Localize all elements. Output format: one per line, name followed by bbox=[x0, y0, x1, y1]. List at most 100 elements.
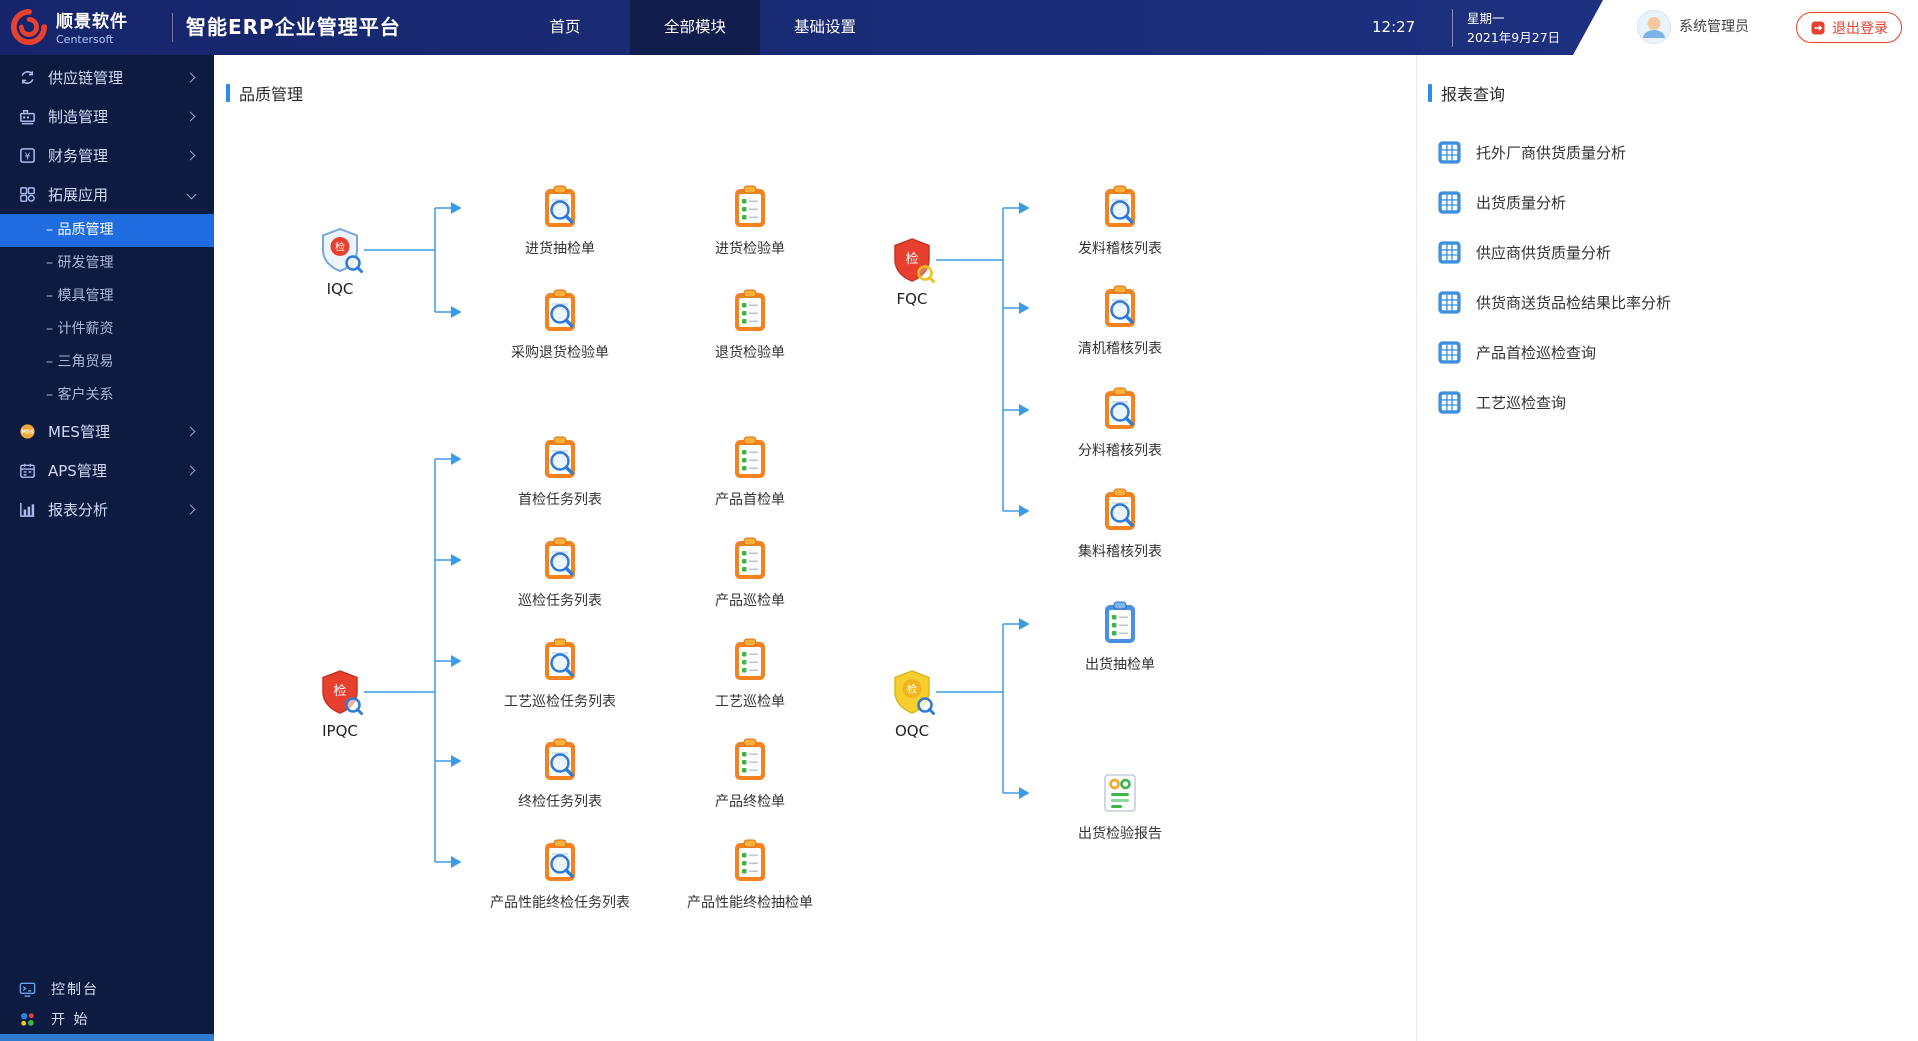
clipboard-check-icon bbox=[726, 637, 774, 685]
node-label: 出货抽检单 bbox=[1085, 657, 1155, 673]
report-table-icon bbox=[1436, 139, 1463, 166]
node-label: 进货抽检单 bbox=[525, 241, 595, 257]
header-user-area: 系统管理员 退出登录 bbox=[1573, 0, 1918, 55]
report-item-supplier-delivery-ratio[interactable]: 供货商送货品检结果比率分析 bbox=[1436, 289, 1671, 316]
tab-all-modules[interactable]: 全部模块 bbox=[630, 0, 760, 55]
tab-home[interactable]: 首页 bbox=[549, 18, 581, 36]
node-product-patrol-inspection[interactable]: 产品巡检单 bbox=[665, 536, 835, 610]
sidebar-item-extensions[interactable]: 拓展应用 bbox=[0, 175, 214, 214]
fqc-node[interactable]: FQC bbox=[827, 236, 997, 308]
sidebar-item-supply-chain[interactable]: 供应链管理 bbox=[0, 58, 214, 97]
iqc-node[interactable]: IQC bbox=[255, 226, 425, 298]
report-table-icon bbox=[1436, 239, 1463, 266]
clipboard-blue-icon bbox=[1096, 600, 1144, 648]
node-patrol-inspection-tasks[interactable]: 巡检任务列表 bbox=[475, 536, 645, 610]
clipboard-magnifier-icon bbox=[536, 435, 584, 483]
chevron-right-icon bbox=[185, 504, 196, 515]
sidebar-item-label: 供应链管理 bbox=[48, 69, 124, 87]
app-title: 智能ERP企业管理平台 bbox=[186, 15, 401, 39]
report-analysis-icon bbox=[18, 500, 37, 519]
report-item-process-patrol-query[interactable]: 工艺巡检查询 bbox=[1436, 389, 1566, 416]
title-accent-bar bbox=[226, 84, 230, 102]
sidebar-item-label: MES管理 bbox=[48, 423, 110, 441]
sidebar-item-mold[interactable]: 模具管理 bbox=[0, 280, 214, 313]
sidebar-item-aps[interactable]: APS管理 bbox=[0, 451, 214, 490]
oqc-shield-icon bbox=[888, 668, 936, 716]
node-label: 工艺巡检任务列表 bbox=[504, 694, 616, 710]
extensions-submenu: 品质管理 研发管理 模具管理 计件薪资 三角贸易 客户关系 bbox=[0, 214, 214, 412]
node-label: 产品性能终检抽检单 bbox=[687, 895, 813, 911]
node-product-first-inspection[interactable]: 产品首检单 bbox=[665, 435, 835, 509]
node-purchase-return-inspection[interactable]: 采购退货检验单 bbox=[475, 288, 645, 362]
node-product-final-inspection[interactable]: 产品终检单 bbox=[665, 737, 835, 811]
node-shipment-inspection-report[interactable]: 出货检验报告 bbox=[1035, 769, 1205, 843]
start-button[interactable]: 开 始 bbox=[0, 1004, 214, 1034]
sidebar-item-rnd[interactable]: 研发管理 bbox=[0, 247, 214, 280]
node-label: 采购退货检验单 bbox=[511, 345, 609, 361]
extensions-icon bbox=[18, 185, 37, 204]
date-block: 星期一 2021年9月27日 bbox=[1452, 9, 1560, 47]
node-performance-final-tasks[interactable]: 产品性能终检任务列表 bbox=[475, 838, 645, 912]
node-first-inspection-tasks[interactable]: 首检任务列表 bbox=[475, 435, 645, 509]
report-item-supplier-quality[interactable]: 供应商供货质量分析 bbox=[1436, 239, 1611, 266]
sidebar-item-report-analysis[interactable]: 报表分析 bbox=[0, 490, 214, 529]
clipboard-magnifier-icon bbox=[536, 288, 584, 336]
console-label: 控制台 bbox=[51, 982, 99, 998]
node-label: 产品巡检单 bbox=[715, 593, 785, 609]
node-process-patrol-inspection[interactable]: 工艺巡检单 bbox=[665, 637, 835, 711]
node-final-inspection-tasks[interactable]: 终检任务列表 bbox=[475, 737, 645, 811]
report-table-icon bbox=[1436, 389, 1463, 416]
sidebar-item-finance[interactable]: 财务管理 bbox=[0, 136, 214, 175]
report-item-outsource-quality[interactable]: 托外厂商供货质量分析 bbox=[1436, 139, 1626, 166]
clipboard-magnifier-icon bbox=[1096, 386, 1144, 434]
clipboard-check-icon bbox=[726, 184, 774, 232]
clipboard-magnifier-icon bbox=[536, 637, 584, 685]
iqc-label: IQC bbox=[326, 280, 354, 298]
node-return-inspection[interactable]: 退货检验单 bbox=[665, 288, 835, 362]
title-accent-bar bbox=[1428, 84, 1432, 102]
avatar[interactable] bbox=[1637, 10, 1671, 44]
reports-title-text: 报表查询 bbox=[1441, 85, 1506, 104]
node-incoming-inspection[interactable]: 进货检验单 bbox=[665, 184, 835, 258]
logo-text: 顺景软件 bbox=[56, 12, 128, 32]
clipboard-magnifier-icon bbox=[536, 184, 584, 232]
oqc-node[interactable]: OQC bbox=[827, 668, 997, 740]
page-title-text: 品质管理 bbox=[239, 85, 304, 104]
sidebar-item-label: 拓展应用 bbox=[48, 186, 109, 204]
report-item-first-patrol-query[interactable]: 产品首检巡检查询 bbox=[1436, 339, 1596, 366]
node-material-split-audit[interactable]: 分料稽核列表 bbox=[1035, 386, 1205, 460]
node-shipment-sampling[interactable]: 出货抽检单 bbox=[1035, 600, 1205, 674]
logout-button[interactable]: 退出登录 bbox=[1796, 12, 1902, 43]
sidebar-item-crm[interactable]: 客户关系 bbox=[0, 379, 214, 412]
username-label: 系统管理员 bbox=[1679, 19, 1749, 35]
tab-basic-settings[interactable]: 基础设置 bbox=[793, 18, 856, 36]
clipboard-magnifier-icon bbox=[536, 536, 584, 584]
node-process-patrol-tasks[interactable]: 工艺巡检任务列表 bbox=[475, 637, 645, 711]
sidebar-item-triangle-trade[interactable]: 三角贸易 bbox=[0, 346, 214, 379]
sidebar-item-piece-salary[interactable]: 计件薪资 bbox=[0, 313, 214, 346]
report-item-label: 出货质量分析 bbox=[1476, 194, 1567, 212]
report-table-icon bbox=[1436, 289, 1463, 316]
report-item-label: 产品首检巡检查询 bbox=[1476, 344, 1597, 362]
console-icon bbox=[18, 980, 37, 999]
finance-icon bbox=[18, 146, 37, 165]
logo: 顺景软件 Centersoft bbox=[10, 7, 128, 46]
start-icon bbox=[18, 1010, 37, 1029]
node-material-collect-audit[interactable]: 集料稽核列表 bbox=[1035, 487, 1205, 561]
sidebar-item-mes[interactable]: MES管理 bbox=[0, 412, 214, 451]
console-button[interactable]: 控制台 bbox=[0, 974, 214, 1004]
clock-time: 12:27 bbox=[1372, 18, 1416, 36]
sidebar-item-label: 财务管理 bbox=[48, 147, 109, 165]
node-label: 产品终检单 bbox=[715, 794, 785, 810]
report-table-icon bbox=[1436, 339, 1463, 366]
sidebar-item-quality[interactable]: 品质管理 bbox=[0, 214, 214, 247]
clipboard-magnifier-icon bbox=[1096, 487, 1144, 535]
node-incoming-sampling[interactable]: 进货抽检单 bbox=[475, 184, 645, 258]
main-content: 品质管理 报表查询 IQC FQC IPQC OQC 进货抽检单 采购退货检验单… bbox=[214, 55, 1918, 1041]
node-material-issue-audit[interactable]: 发料稽核列表 bbox=[1035, 184, 1205, 258]
ipqc-node[interactable]: IPQC bbox=[255, 668, 425, 740]
report-item-shipment-quality[interactable]: 出货质量分析 bbox=[1436, 189, 1566, 216]
node-performance-final-sampling[interactable]: 产品性能终检抽检单 bbox=[665, 838, 835, 912]
node-machine-clear-audit[interactable]: 清机稽核列表 bbox=[1035, 284, 1205, 358]
sidebar-item-manufacturing[interactable]: 制造管理 bbox=[0, 97, 214, 136]
